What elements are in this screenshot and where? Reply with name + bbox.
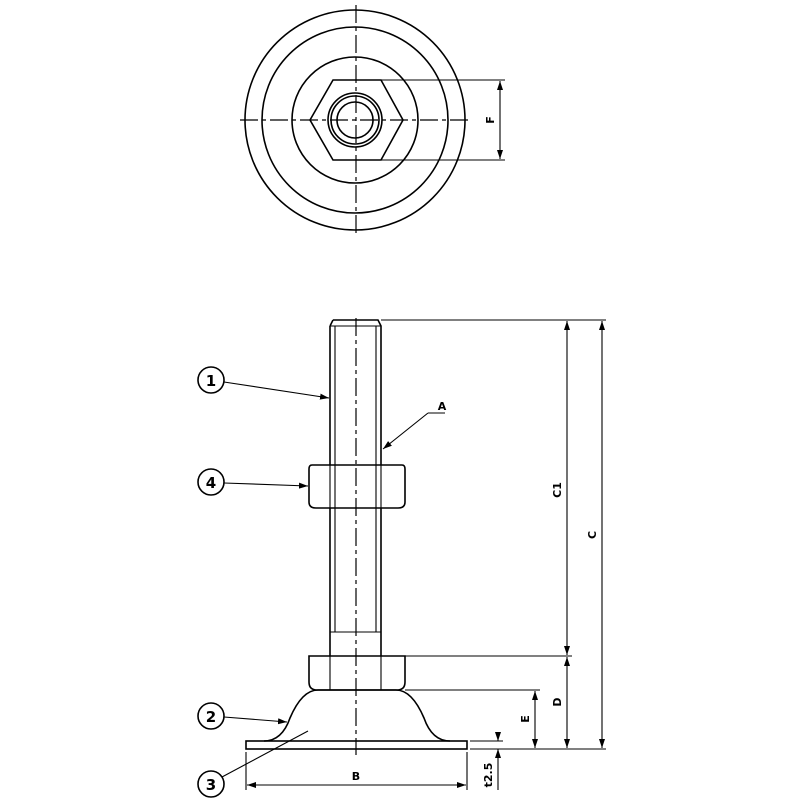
dimensions: C1 C D E t2.5 B A: [245, 319, 606, 790]
callout-1: 1: [197, 366, 330, 400]
dimension-f-label: F: [484, 116, 497, 124]
callouts: 1 4 2 3: [197, 366, 330, 798]
dimension-c-label: C: [586, 531, 599, 539]
callout-4: 4: [197, 468, 309, 496]
callout-4-number: 4: [206, 474, 216, 492]
dimension-d-label: D: [551, 697, 564, 706]
callout-3: 3: [197, 730, 309, 798]
leader-a-arrow: [382, 412, 429, 450]
side-view: [245, 318, 468, 755]
callout-1-number: 1: [206, 372, 216, 390]
callout-3-number: 3: [206, 776, 216, 794]
base-hex-face-lines: [329, 656, 382, 690]
base-hex: [308, 655, 406, 691]
top-view: F: [240, 5, 505, 235]
callout-2-number: 2: [206, 708, 216, 726]
lock-nut: [308, 464, 406, 509]
callout-2: 2: [197, 702, 288, 730]
threaded-stem-bottom: [329, 508, 382, 656]
dimension-c1-label: C1: [551, 482, 564, 498]
dimension-e-label: E: [519, 715, 532, 723]
rubber-dome: [263, 689, 451, 742]
dimension-a-label: A: [438, 400, 447, 413]
dimension-b-label: B: [352, 770, 360, 783]
dimension-t-label: t2.5: [482, 763, 495, 788]
nut-face-lines: [329, 465, 382, 508]
